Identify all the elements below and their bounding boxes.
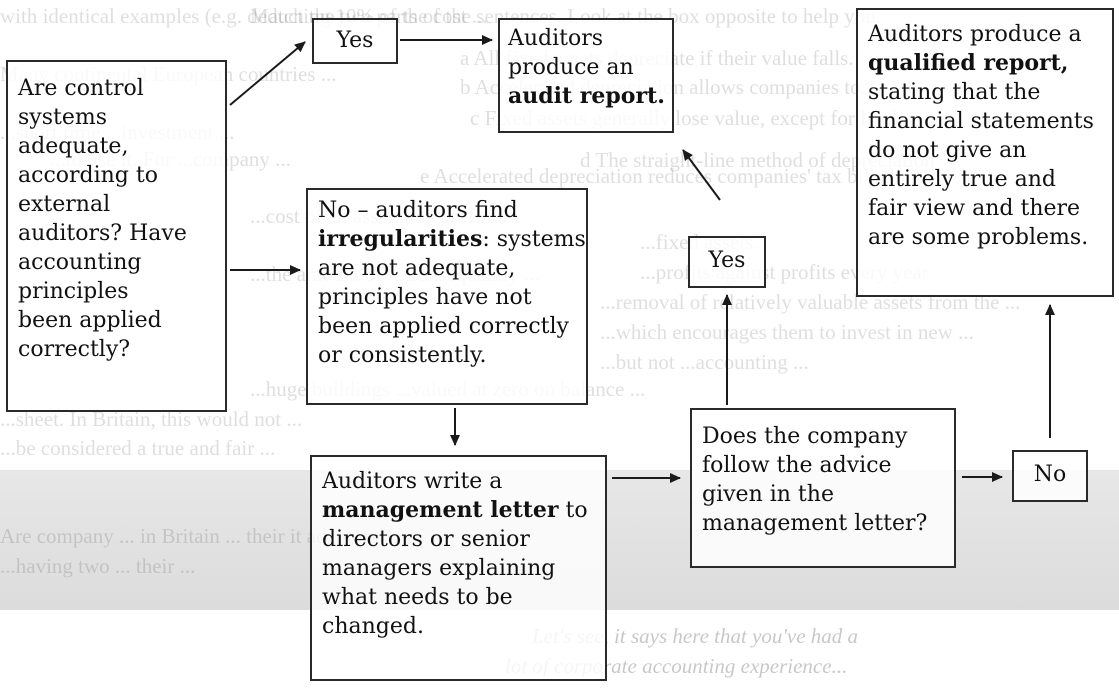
question-line: been applied [18, 308, 162, 333]
question-box: Are control systems adequate, according … [6, 60, 227, 412]
qualified-report-term: qualified report, [868, 50, 1069, 76]
irregularities-line: or consistently. [318, 343, 487, 368]
irregularities-line: principles have not [318, 285, 532, 310]
follow-advice-line: Does the company [702, 424, 908, 449]
question-line: external [18, 192, 111, 217]
ghost-line: ...which encourages them to invest in ne… [600, 320, 974, 344]
ghost-line: e Accelerated depreciation reduces compa… [420, 164, 889, 188]
question-line: adequate, [18, 134, 129, 159]
no-small-box: No [1012, 450, 1088, 502]
qualified-report-box: Auditors produce a qualified report, sta… [856, 8, 1114, 297]
management-letter-line: changed. [322, 614, 424, 639]
qualified-report-line: qualified report, [868, 49, 1102, 78]
audit-report-line: produce an [508, 55, 634, 80]
management-letter-line: Auditors write a [322, 469, 503, 494]
audit-report-line: audit report. [508, 82, 665, 111]
irregularities-line: irregularities: systems [318, 225, 586, 254]
question-line: according to [18, 163, 158, 188]
yes-mid-box: Yes [688, 236, 766, 288]
qualified-report-line: stating that the [868, 80, 1041, 105]
qualified-report-line: financial statements [868, 109, 1094, 134]
qualified-report-line: entirely true and [868, 167, 1056, 192]
audit-report-box: Auditors produce an audit report. [498, 18, 674, 133]
yes-top-box: Yes [312, 18, 398, 64]
arrow-yes-to-audit-report-2 [682, 149, 721, 201]
management-letter-line: directors or senior [322, 527, 530, 552]
qualified-report-line: Auditors produce a [868, 22, 1082, 47]
irregularities-term: irregularities [318, 226, 483, 252]
management-letter-line: managers explaining [322, 556, 556, 581]
irregularities-box: No – auditors find irregularities: syste… [306, 188, 588, 405]
yes-mid-label: Yes [708, 248, 746, 273]
audit-report-line: Auditors [508, 26, 604, 51]
yes-top-label: Yes [336, 28, 374, 53]
irregularities-line: No – auditors find [318, 198, 518, 223]
follow-advice-line: management letter? [702, 511, 928, 536]
question-line: accounting [18, 250, 142, 275]
management-letter-text: to [558, 498, 588, 523]
audit-report-term: audit report. [508, 83, 665, 109]
arrow-question-to-yes [229, 41, 306, 106]
management-letter-line: what needs to be [322, 585, 513, 610]
management-letter-line: management letter to [322, 496, 595, 525]
question-line: correctly? [18, 337, 131, 362]
question-line: systems [18, 105, 108, 130]
management-letter-box: Auditors write a management letter to di… [310, 455, 607, 681]
ghost-line: ...but not ...accounting ... [600, 350, 809, 374]
ghost-line: ...having two ... their ... [0, 554, 196, 578]
qualified-report-line: do not give an [868, 138, 1027, 163]
no-small-label: No [1033, 462, 1067, 487]
question-line: Are control [18, 76, 144, 101]
follow-advice-box: Does the company follow the advice given… [690, 408, 956, 568]
follow-advice-line: given in the [702, 482, 834, 507]
irregularities-line: been applied correctly [318, 314, 569, 339]
question-line: principles [18, 279, 129, 304]
follow-advice-line: follow the advice [702, 453, 892, 478]
ghost-line: with identical examples (e.g. deducting … [0, 4, 488, 28]
qualified-report-line: fair view and there [868, 196, 1081, 221]
question-line: auditors? Have [18, 221, 187, 246]
irregularities-line: are not adequate, [318, 256, 516, 281]
qualified-report-line: are some problems. [868, 225, 1089, 250]
management-letter-term: management letter [322, 497, 559, 523]
irregularities-text: : systems [482, 227, 586, 252]
ghost-line: ...be considered a true and fair ... [0, 436, 276, 460]
